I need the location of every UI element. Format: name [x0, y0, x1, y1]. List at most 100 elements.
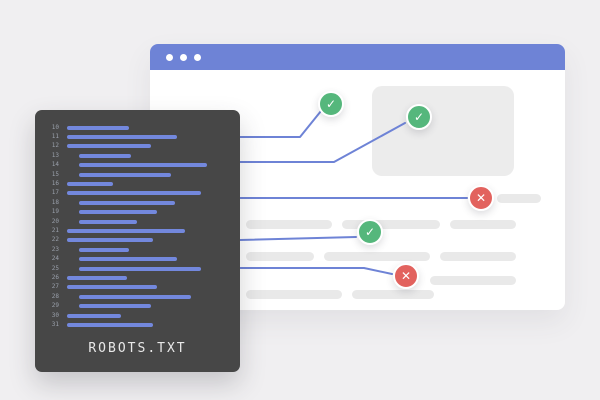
- code-line: 12: [45, 142, 228, 151]
- code-line: 23: [45, 245, 228, 254]
- line-number: 31: [51, 320, 59, 328]
- code-text-bar: [79, 257, 177, 262]
- code-text-bar: [67, 275, 127, 280]
- code-line-bars: [67, 292, 228, 301]
- code-line: 19: [45, 208, 228, 217]
- code-line: 26: [45, 273, 228, 282]
- code-line: 29: [45, 301, 228, 310]
- code-line-bars: [67, 273, 228, 282]
- code-text-bar: [79, 163, 207, 168]
- code-line-bars: [67, 198, 228, 207]
- window-dot: [194, 53, 201, 61]
- connector-line-allowed: [239, 122, 406, 163]
- code-line: 11: [45, 132, 228, 141]
- code-line-bars: [67, 301, 228, 310]
- allowed-check-icon: ✓: [318, 91, 344, 117]
- line-number: 28: [51, 292, 59, 300]
- code-line-bars: [67, 170, 228, 179]
- connector-line-blocked: [239, 267, 393, 275]
- code-line: 25: [45, 264, 228, 273]
- code-text-bar: [79, 266, 201, 271]
- line-number: 25: [51, 264, 59, 272]
- line-number: 18: [51, 198, 59, 206]
- line-number: 30: [51, 311, 59, 319]
- code-line-bars: [67, 320, 228, 329]
- line-number: 24: [51, 255, 59, 263]
- allowed-check-icon: ✓: [357, 219, 383, 245]
- code-text-bar: [67, 182, 113, 187]
- line-number: 11: [51, 133, 59, 141]
- code-line: 20: [45, 217, 228, 226]
- code-text-bar: [67, 322, 153, 327]
- code-line: 18: [45, 198, 228, 207]
- code-text-bar: [67, 191, 201, 196]
- line-number: 10: [51, 123, 59, 131]
- code-line-bars: [67, 264, 228, 273]
- line-number: 20: [51, 217, 59, 225]
- code-line-bars: [67, 217, 228, 226]
- code-line: 22: [45, 236, 228, 245]
- connector-line-allowed: [239, 110, 322, 138]
- line-number: 29: [51, 302, 59, 310]
- code-line-bars: [67, 132, 228, 141]
- code-line: 27: [45, 283, 228, 292]
- code-line-bars: [67, 142, 228, 151]
- code-line: 15: [45, 170, 228, 179]
- code-text-bar: [79, 172, 171, 177]
- code-line: 17: [45, 189, 228, 198]
- code-text-bar: [67, 228, 185, 233]
- line-number: 12: [51, 142, 59, 150]
- code-line-bars: [67, 226, 228, 235]
- code-text-bar: [67, 125, 129, 130]
- code-text-bar: [79, 200, 175, 205]
- line-number: 23: [51, 245, 59, 253]
- code-text-bar: [67, 285, 157, 290]
- code-line: 14: [45, 161, 228, 170]
- code-line: 21: [45, 226, 228, 235]
- code-line: 16: [45, 179, 228, 188]
- code-line: 24: [45, 254, 228, 263]
- blocked-cross-icon: ✕: [468, 185, 494, 211]
- code-line-bars: [67, 208, 228, 217]
- line-number: 21: [51, 226, 59, 234]
- code-line: 10: [45, 123, 228, 132]
- line-number: 15: [51, 170, 59, 178]
- code-line-bars: [67, 123, 228, 132]
- code-line: 30: [45, 311, 228, 320]
- code-line-bars: [67, 283, 228, 292]
- code-text-bar: [79, 294, 191, 299]
- code-text-bar: [79, 153, 131, 158]
- code-text-bar: [67, 144, 151, 149]
- code-line-bars: [67, 189, 228, 198]
- code-text-bar: [79, 219, 137, 224]
- code-line: 13: [45, 151, 228, 160]
- line-number: 17: [51, 189, 59, 197]
- line-number: 13: [51, 151, 59, 159]
- code-line: 28: [45, 292, 228, 301]
- browser-title-bar: [150, 44, 565, 70]
- code-text-bar: [79, 247, 129, 252]
- line-number: 27: [51, 283, 59, 291]
- window-dot: [166, 53, 173, 61]
- line-number: 14: [51, 161, 59, 169]
- code-line-bars: [67, 311, 228, 320]
- code-panel-title: ROBOTS.TXT: [88, 341, 187, 356]
- blocked-cross-icon: ✕: [393, 263, 419, 289]
- line-number: 22: [51, 236, 59, 244]
- line-number: 16: [51, 180, 59, 188]
- line-number: 19: [51, 208, 59, 216]
- code-line-bars: [67, 254, 228, 263]
- code-line-bars: [67, 151, 228, 160]
- code-line-bars: [67, 245, 228, 254]
- code-text-bar: [67, 135, 177, 140]
- code-line-bars: [67, 236, 228, 245]
- code-line: 31: [45, 320, 228, 329]
- connector-line-allowed: [239, 236, 357, 241]
- code-line-bars: [67, 179, 228, 188]
- allowed-check-icon: ✓: [406, 104, 432, 130]
